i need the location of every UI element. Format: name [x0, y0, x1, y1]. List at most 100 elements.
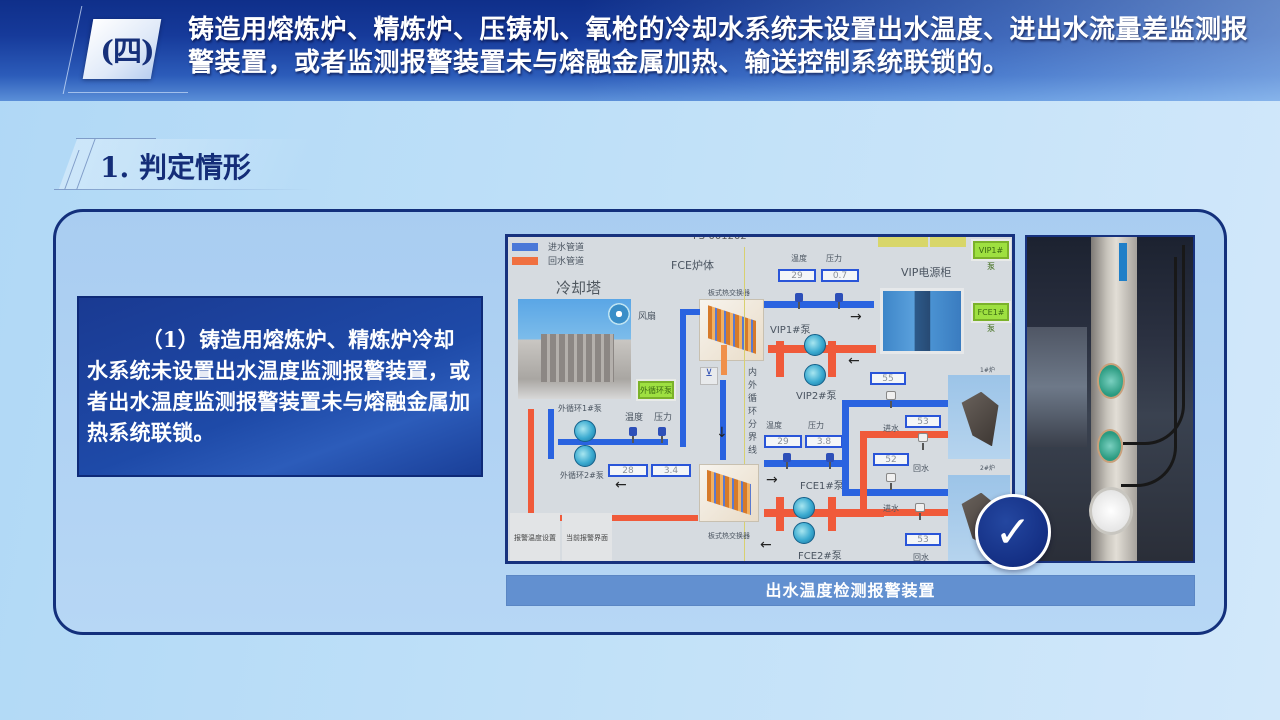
furnace1-return-label: 回水	[913, 464, 929, 473]
vip-pressure-value: 0.7	[821, 269, 859, 282]
flow-arrow-left: ←	[615, 477, 627, 493]
fce-pump1-icon	[793, 497, 815, 519]
furnace1-return-value: 53	[905, 415, 941, 428]
fce-temp-label: 温度	[766, 421, 782, 430]
pressure-gauge-icon	[1089, 487, 1133, 535]
plate-hx-label-top: 板式热交换器	[708, 289, 750, 297]
fce-body-label: FCE炉体	[671, 259, 714, 272]
flow-meter-icon	[918, 433, 928, 450]
outer-pressure-label: 压力	[654, 413, 673, 423]
temperature-sensor-icon	[1097, 363, 1125, 399]
fan-icon	[608, 303, 630, 325]
header-title: 铸造用熔炼炉、精炼炉、压铸机、氧枪的冷却水系统未设置出水温度、进出水流量差监测报…	[188, 15, 1249, 78]
inlet-pipe	[548, 409, 554, 459]
return-pipe	[776, 341, 784, 377]
flow-arrow-down: ↓	[716, 425, 728, 441]
inlet-pipe	[842, 400, 952, 407]
boundary-line	[744, 247, 745, 561]
pressure-sensor-icon	[658, 427, 666, 443]
outer-temp-label: 温度	[625, 413, 644, 423]
hmi-status-bar	[878, 237, 928, 247]
check-icon: ✓	[975, 494, 1051, 570]
inlet-pipe	[842, 489, 952, 496]
inlet-pipe	[764, 301, 874, 308]
image-caption: 出水温度检测报警装置	[506, 575, 1195, 606]
return-pipe	[776, 497, 784, 531]
furnace1-inlet-label: 进水	[883, 424, 899, 433]
vip-pump2-icon	[804, 364, 826, 386]
outer-pump1-icon	[574, 420, 596, 442]
valve-icon: ⊻	[700, 367, 718, 385]
hmi-status-bar	[930, 237, 966, 247]
current-alarm-button[interactable]: 当前报警界面	[562, 513, 612, 561]
vip-pump1-label: VIP1#泵	[770, 325, 811, 336]
furnace1-photo	[948, 375, 1010, 459]
cable	[1123, 245, 1185, 445]
furnace2-inlet-value: 52	[873, 453, 909, 466]
outer-temp-value: 28	[608, 464, 648, 477]
fce-temp-value: 29	[764, 435, 802, 448]
legend-inlet-swatch	[512, 243, 538, 251]
return-pipe	[721, 345, 727, 375]
return-pipe	[828, 341, 836, 377]
vip-temp-value: 29	[778, 269, 816, 282]
boundary-label: 内外循环分界线	[748, 368, 758, 456]
furnace2-return-label: 回水	[913, 553, 929, 562]
inlet-pipe	[680, 309, 686, 447]
inlet-pipe	[558, 439, 668, 445]
flow-meter-icon	[886, 473, 896, 490]
plate-hx-label-bottom: 板式热交换器	[708, 532, 750, 540]
flow-arrow-left: ←	[760, 537, 772, 553]
temp-sensor-icon	[629, 427, 637, 443]
flow-arrow-right: →	[850, 309, 862, 325]
fce-pump1-label: FCE1#泵	[800, 481, 844, 492]
vip-cabinet-photo	[880, 288, 964, 354]
hmi-screen-image: FS-001202 进水管道 回水管道 FCE炉体 冷却塔 风扇 外循环泵 板式…	[505, 234, 1015, 564]
inlet-pipe	[720, 380, 726, 460]
alarm-temp-setting-button[interactable]: 报警温度设置	[510, 513, 560, 561]
cooling-tower-photo	[518, 299, 631, 399]
vip-temp-label: 温度	[791, 254, 807, 263]
vip-pressure-label: 压力	[826, 254, 842, 263]
return-pipe	[528, 515, 698, 521]
legend-return-label: 回水管道	[548, 257, 585, 267]
outer-pressure-value: 3.4	[651, 464, 691, 477]
header-banner: (四) 铸造用熔炼炉、精炼炉、压铸机、氧枪的冷却水系统未设置出水温度、进出水流量…	[0, 0, 1280, 101]
vip-cabinet-label: VIP电源柜	[901, 266, 952, 279]
outer-pump1-label: 外循环1#泵	[558, 404, 602, 413]
outer-pump-button[interactable]: 外循环泵	[638, 381, 674, 399]
vip-pump2-label: VIP2#泵	[796, 391, 837, 402]
flow-meter-icon	[915, 503, 925, 520]
flow-arrow-left: ←	[848, 353, 860, 369]
pressure-sensor-icon	[826, 453, 834, 469]
section-heading-frame	[54, 138, 354, 190]
furnace1-inlet-value: 55	[870, 372, 906, 385]
return-pipe	[828, 497, 836, 531]
return-pipe	[528, 409, 534, 519]
inlet-pipe	[764, 460, 844, 467]
pipe-sensor-photo	[1025, 235, 1195, 563]
fce1-pump-button[interactable]: FCE1#泵	[973, 303, 1009, 333]
banner-decor-line	[68, 92, 188, 93]
fce-pump2-icon	[793, 522, 815, 544]
flow-arrow-right: →	[766, 472, 778, 488]
temp-sensor-icon	[795, 293, 803, 309]
section-heading: 1. 判定情形	[100, 151, 251, 184]
return-pipe	[860, 431, 867, 515]
flow-meter-icon	[886, 391, 896, 408]
description-box: （1）铸造用熔炼炉、精炼炉冷却水系统未设置出水温度监测报警装置，或者出水温度监测…	[77, 296, 483, 477]
return-pipe	[860, 509, 952, 516]
outer-pump2-icon	[574, 445, 596, 467]
hmi-top-code: FS-001202	[693, 234, 747, 242]
furnace2-label: 2#炉	[980, 465, 995, 472]
cable	[1121, 257, 1177, 487]
pressure-sensor-icon	[835, 293, 843, 309]
fce-pressure-label: 压力	[808, 421, 824, 430]
vip1-pump-button[interactable]: VIP1#泵	[973, 241, 1009, 271]
furnace2-inlet-label: 进水	[883, 504, 899, 513]
cooling-tower-label: 冷却塔	[556, 279, 602, 297]
fce-pressure-value: 3.8	[805, 435, 843, 448]
vip-pump1-icon	[804, 334, 826, 356]
inlet-pipe	[680, 309, 700, 315]
fce-pump2-label: FCE2#泵	[798, 551, 842, 562]
